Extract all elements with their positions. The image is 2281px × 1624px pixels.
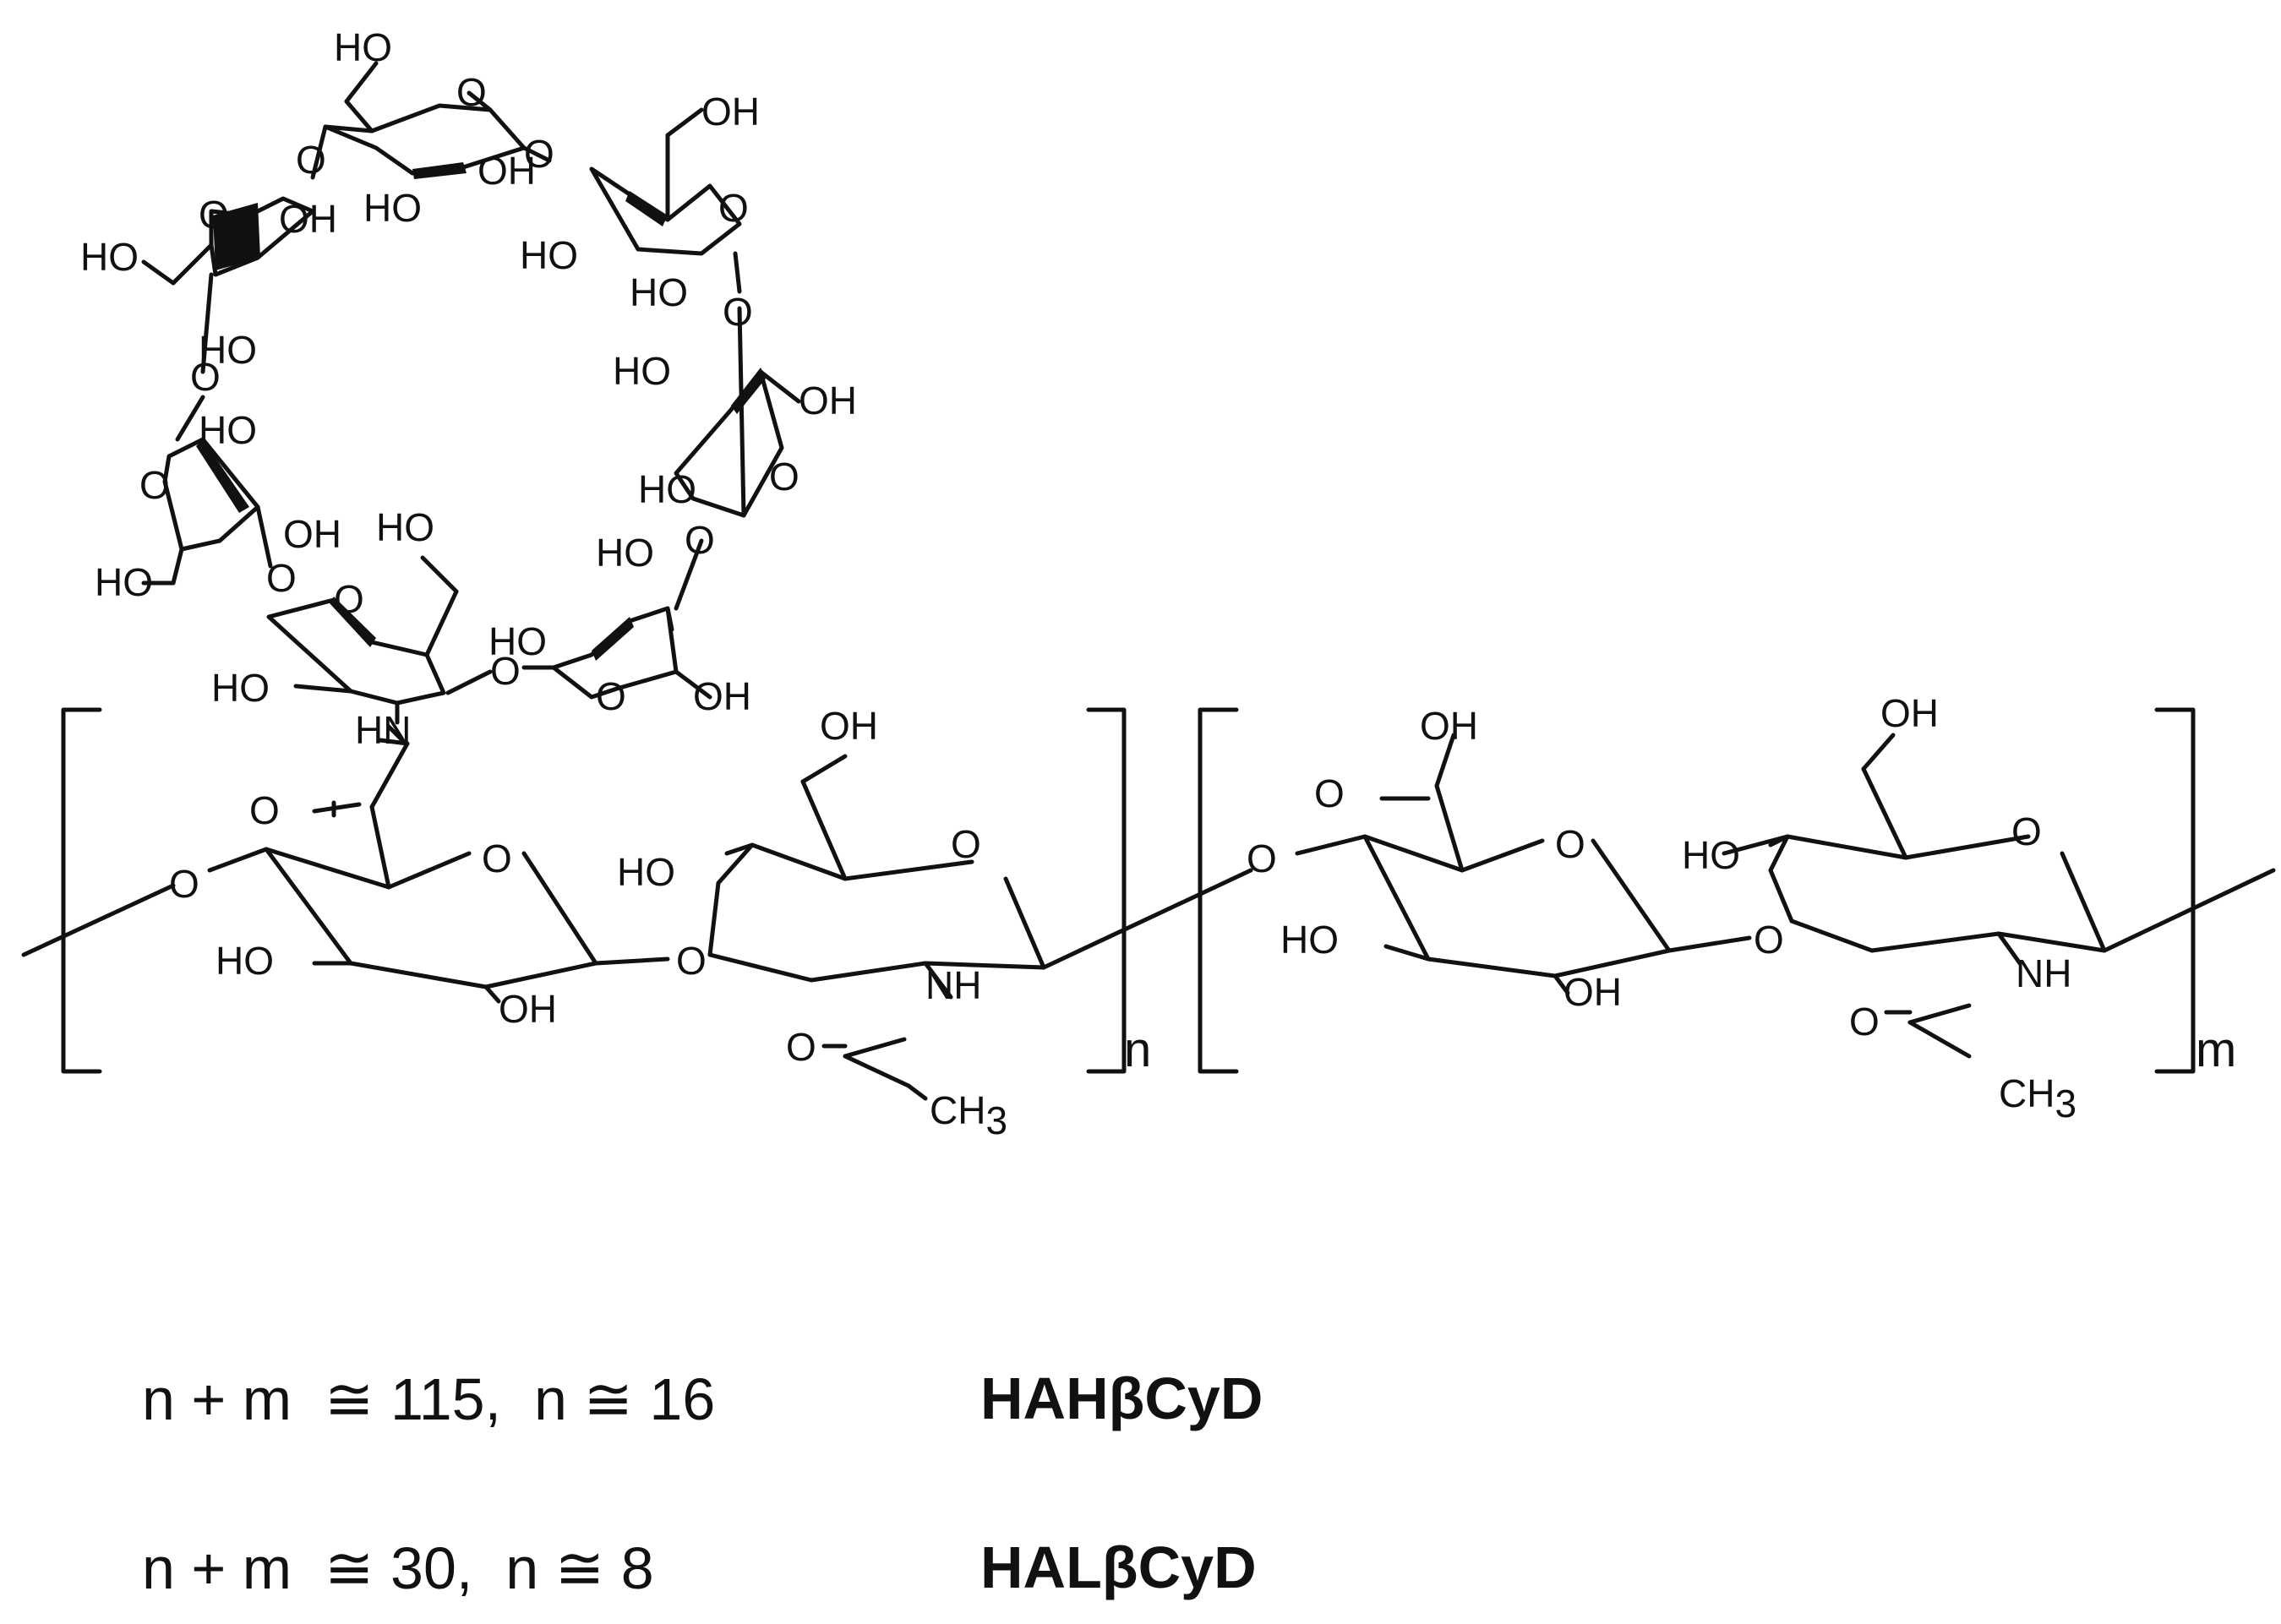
atom-label-ch3: CH3 bbox=[1999, 1071, 2076, 1125]
atom-label-o: O bbox=[951, 822, 981, 866]
atom-label-ho: HO bbox=[211, 666, 270, 710]
atom-label-ho: HO bbox=[1280, 918, 1339, 962]
variant-formula-high: n + m ≅ 115, n ≅ 16 bbox=[142, 1366, 716, 1432]
atom-label-ho: HO bbox=[199, 328, 257, 372]
atom-label-o: O bbox=[296, 138, 326, 182]
variant-name-low: HALβCyD bbox=[980, 1534, 1257, 1600]
atom-label-ho: HO bbox=[95, 560, 153, 604]
atom-label-o: O bbox=[139, 463, 170, 507]
atom-label-oh: OH bbox=[499, 987, 557, 1031]
atom-label-oh: OH bbox=[1420, 704, 1478, 748]
atom-label-o: O bbox=[199, 193, 229, 237]
atom-label-ho: HO bbox=[596, 531, 654, 575]
atom-label-o: O bbox=[685, 518, 715, 562]
atom-label-o: O bbox=[1247, 837, 1277, 880]
amide-linker-bonds bbox=[331, 724, 410, 818]
atom-label-ho: HO bbox=[638, 467, 696, 511]
atom-label-oh: OH bbox=[701, 90, 760, 134]
atom-label-o: O bbox=[249, 788, 280, 832]
atom-label-ho: HO bbox=[617, 850, 675, 894]
atom-label-ho: HO bbox=[376, 505, 434, 549]
atom-label-o: O bbox=[490, 649, 521, 693]
atom-label-nh: NH bbox=[2016, 951, 2071, 995]
atom-label-o: O bbox=[334, 577, 364, 621]
repeat-index-m: m bbox=[2196, 1022, 2236, 1077]
atom-label-ho: HO bbox=[520, 233, 578, 277]
repeat-brackets bbox=[61, 707, 2196, 1074]
backbone-bonds bbox=[21, 733, 2276, 1101]
atom-label-ho: HO bbox=[216, 939, 274, 983]
atom-label-ch3: CH3 bbox=[930, 1088, 1007, 1142]
atom-label-ho: HO bbox=[363, 186, 422, 230]
atom-label-o: O bbox=[786, 1025, 816, 1069]
atom-label-o: O bbox=[1555, 822, 1585, 866]
atom-label-o: O bbox=[1849, 1000, 1880, 1044]
atom-label-o: O bbox=[718, 186, 749, 230]
atom-label-o: O bbox=[676, 939, 707, 983]
atom-label-ho: HO bbox=[630, 270, 688, 314]
atom-label-o: O bbox=[482, 837, 512, 880]
atom-label-o: O bbox=[456, 70, 487, 114]
atom-label-o: O bbox=[769, 455, 799, 499]
atom-label-o: O bbox=[2011, 809, 2042, 853]
atom-label-oh: OH bbox=[477, 149, 536, 193]
atom-label-ho: HO bbox=[199, 408, 257, 452]
atom-label-ho: HO bbox=[80, 235, 139, 279]
atom-label-hn: HN bbox=[355, 708, 411, 752]
atom-label-ho: HO bbox=[613, 349, 671, 393]
atom-label-ho: HO bbox=[488, 619, 547, 663]
cyclodextrin-bonds bbox=[141, 61, 801, 725]
atom-label-nh: NH bbox=[925, 963, 981, 1007]
atom-label-oh: OH bbox=[283, 512, 341, 556]
atom-label-o: O bbox=[190, 355, 221, 399]
repeat-index-n: n bbox=[1124, 1022, 1151, 1077]
atom-label-oh: OH bbox=[1880, 691, 1939, 735]
atom-label-oh: OH bbox=[1563, 970, 1622, 1014]
wedge-bonds bbox=[196, 162, 766, 661]
atom-label-ho: HO bbox=[1682, 833, 1740, 877]
atom-label-o: O bbox=[169, 862, 199, 906]
atom-label-o: O bbox=[1314, 771, 1345, 815]
atom-label-o: O bbox=[1754, 918, 1784, 962]
atom-label-oh: OH bbox=[279, 197, 337, 241]
atom-labels: O O O HO OH O HO OH O NH O CH3 n O OH O … bbox=[80, 25, 2236, 1142]
atom-label-o: O bbox=[723, 290, 753, 334]
atom-label-ho: HO bbox=[334, 25, 392, 69]
atom-label-o: O bbox=[266, 556, 297, 600]
atom-label-oh: OH bbox=[820, 704, 878, 748]
variant-formula-low: n + m ≅ 30, n ≅ 8 bbox=[142, 1535, 654, 1601]
atom-label-o: O bbox=[596, 674, 626, 718]
atom-label-oh: OH bbox=[799, 379, 857, 422]
atom-label-oh: OH bbox=[693, 674, 751, 718]
variant-name-high: HAHβCyD bbox=[980, 1365, 1263, 1431]
atom-label-o: O bbox=[524, 132, 554, 176]
